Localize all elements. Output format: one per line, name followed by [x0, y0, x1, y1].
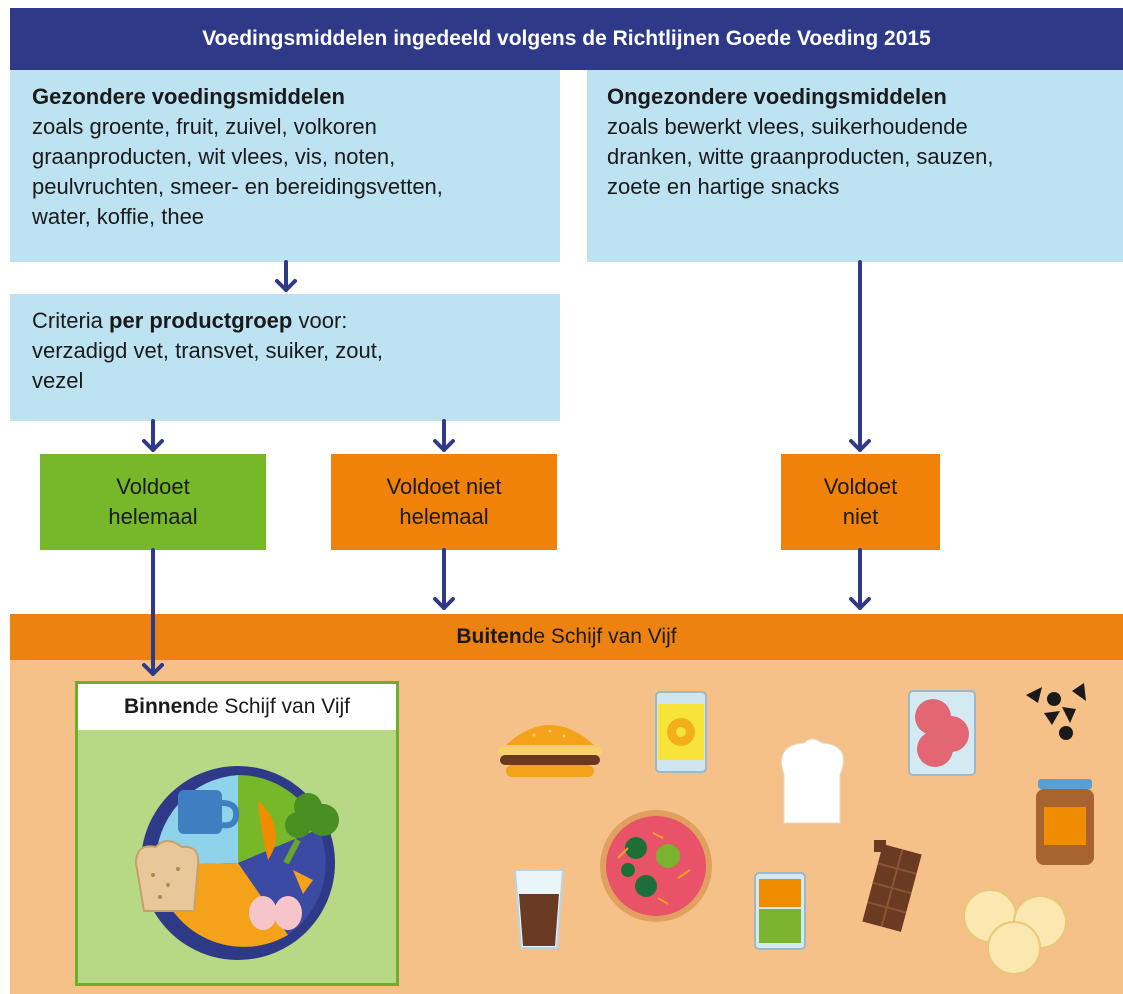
criteria-heading: Criteria per productgroep voor: [32, 306, 538, 336]
healthy-foods-line: water, koffie, thee [32, 204, 205, 229]
healthy-foods-line: peulvruchten, smeer- en bereidingsvetten… [32, 174, 443, 199]
soda-glass-icon [513, 869, 565, 949]
healthy-foods-box: Gezondere voedingsmiddelen zoals groente… [10, 70, 560, 262]
pineapple-can-icon [655, 691, 707, 773]
snack-shapes-icon [1026, 683, 1086, 740]
criteria-suffix: voor: [292, 308, 348, 333]
bread-slice-icon [781, 738, 844, 824]
arrow-healthy-to-criteria [275, 260, 297, 292]
outcome-none-line: niet [842, 504, 879, 529]
outside-label-bold: Buiten [456, 625, 522, 648]
arrow-full-to-inside [142, 548, 164, 676]
criteria-box: Criteria per productgroep voor: verzadig… [10, 294, 560, 421]
criteria-line: vezel [32, 368, 84, 393]
outcome-none-line: Voldoet [823, 474, 898, 499]
veg-pack-icon [754, 872, 806, 950]
arrow-partial-to-outside [433, 548, 455, 610]
unhealthy-foods-box: Ongezondere voedingsmiddelen zoals bewer… [587, 70, 1123, 262]
salami-pack-icon [908, 690, 976, 776]
healthy-foods-line: graanproducten, wit vlees, vis, noten, [32, 144, 396, 169]
criteria-line: verzadigd vet, transvet, suiker, zout, [32, 338, 383, 363]
outcome-partial-line: helemaal [399, 504, 489, 529]
outcome-none-box: Voldoet niet [781, 454, 940, 550]
inside-label-bold: Binnen [123, 695, 196, 718]
unhealthy-foods-line: zoete en hartige snacks [607, 174, 840, 199]
unhealthy-foods-line: zoals bewerkt vlees, suikerhoudende [607, 114, 968, 139]
outcome-full-line: helemaal [108, 504, 198, 529]
spread-jar-icon [1036, 779, 1094, 865]
healthy-foods-line: zoals groente, fruit, zuivel, volkoren [32, 114, 377, 139]
inside-label-rest: de Schijf van Vijf [195, 695, 351, 718]
healthy-foods-title: Gezondere voedingsmiddelen [32, 84, 345, 109]
diagram-title: Voedingsmiddelen ingedeeld volgens de Ri… [10, 8, 1123, 70]
chocolate-icon [862, 840, 922, 932]
outside-label-bar: Buiten de Schijf van Vijf [10, 614, 1123, 660]
outcome-full-line: Voldoet [116, 474, 190, 499]
burger-icon [498, 725, 602, 777]
outcome-partial-line: Voldoet niet [386, 474, 502, 499]
arrow-criteria-to-partial [433, 419, 455, 452]
unhealthy-foods-line: dranken, witte graanproducten, sauzen, [607, 144, 994, 169]
plate-icon [134, 766, 339, 960]
arrow-none-to-outside [849, 548, 871, 610]
arrow-criteria-to-full [142, 419, 164, 452]
outcome-partial-box: Voldoet niet helemaal [331, 454, 557, 550]
crackers-icon [963, 889, 1067, 975]
criteria-emphasis: per productgroep [109, 308, 293, 333]
unhealthy-foods-title: Ongezondere voedingsmiddelen [607, 84, 947, 109]
outcome-full-box: Voldoet helemaal [40, 454, 266, 550]
pizza-icon [600, 810, 712, 922]
criteria-prefix: Criteria [32, 308, 110, 333]
outside-label-rest: de Schijf van Vijf [521, 625, 677, 648]
inside-label: Binnen de Schijf van Vijf [78, 684, 396, 730]
arrow-unhealthy-to-none [849, 260, 871, 452]
